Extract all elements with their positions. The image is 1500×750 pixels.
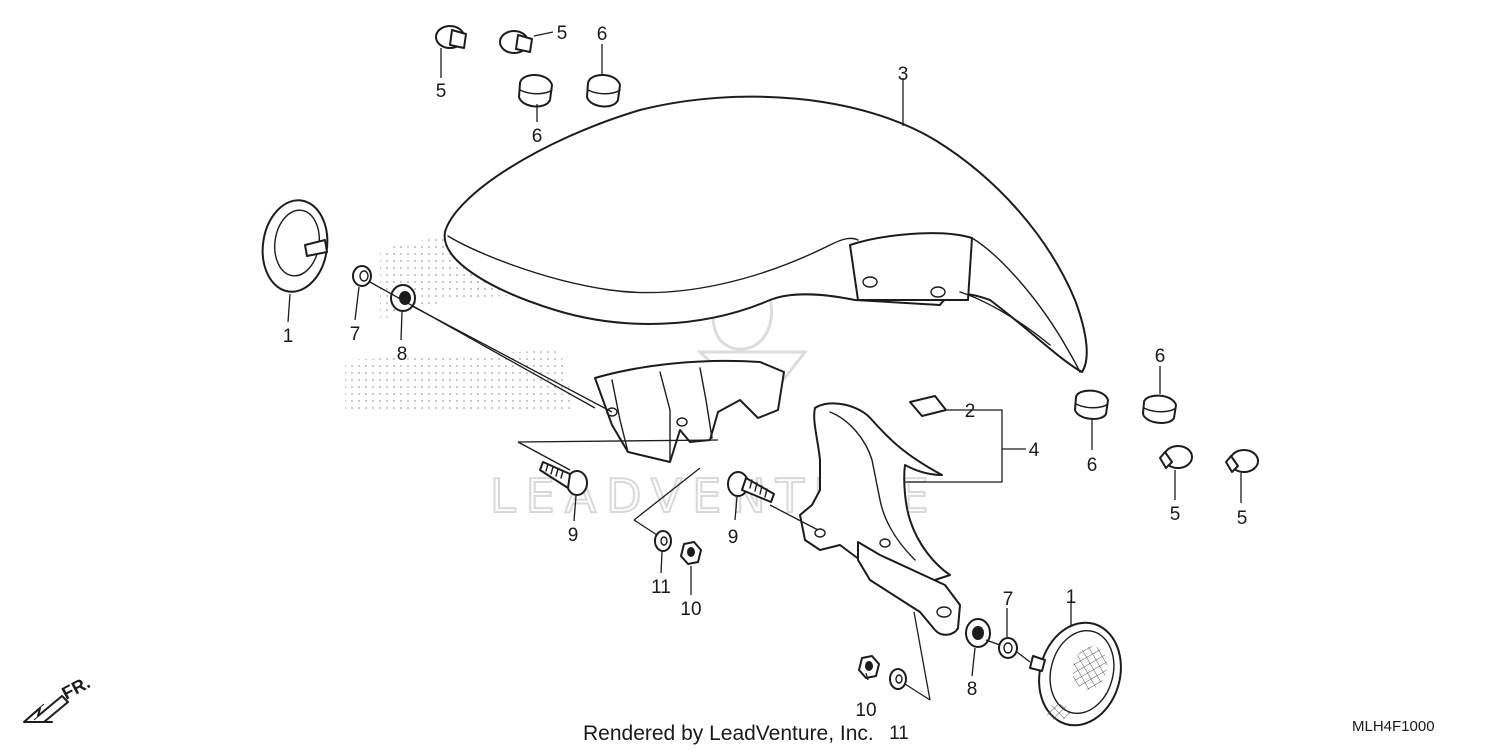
fender-stay-part[interactable] bbox=[594, 359, 961, 636]
washer-right-part[interactable] bbox=[889, 668, 907, 690]
callout-1-right: 1 bbox=[1066, 587, 1077, 608]
callout-9-right: 9 bbox=[728, 527, 739, 548]
reflector-left-part[interactable] bbox=[257, 196, 333, 296]
callout-10-left: 10 bbox=[680, 599, 701, 620]
leader-lines bbox=[287, 31, 1242, 701]
collar-right-b-part[interactable] bbox=[1225, 449, 1259, 473]
collar-left-part[interactable] bbox=[352, 265, 372, 287]
reflector-right-part[interactable] bbox=[1028, 613, 1132, 734]
collar-right-part[interactable] bbox=[998, 637, 1018, 659]
callout-3: 3 bbox=[898, 64, 909, 85]
nut-right-part[interactable] bbox=[858, 655, 880, 679]
grommet-right-part[interactable] bbox=[965, 618, 991, 648]
rubber-mount-right-a-part[interactable] bbox=[1074, 389, 1109, 420]
rubber-mount-top-a-part[interactable] bbox=[518, 74, 553, 108]
callout-8-right: 8 bbox=[967, 679, 978, 700]
render-credit: Rendered by LeadVenture, Inc. bbox=[583, 722, 874, 745]
callout-2: 2 bbox=[965, 401, 976, 422]
front-direction-arrow-icon: FR. bbox=[23, 672, 93, 723]
diagram-code: MLH4F1000 bbox=[1352, 718, 1435, 735]
callout-11-right: 11 bbox=[889, 723, 909, 744]
callout-7-left: 7 bbox=[350, 324, 361, 345]
callout-7-right: 7 bbox=[1003, 589, 1014, 610]
callout-labels: 1 7 8 3 5 5 6 6 2 4 6 6 5 5 9 9 11 10 1 … bbox=[283, 23, 1248, 744]
callout-6-top-a: 6 bbox=[532, 126, 543, 147]
nut-left-part[interactable] bbox=[680, 541, 702, 565]
front-fender-part[interactable] bbox=[443, 95, 1088, 373]
callout-6-top-b: 6 bbox=[597, 24, 608, 45]
bolt-right-part[interactable] bbox=[727, 471, 775, 503]
rubber-mount-right-b-part[interactable] bbox=[1142, 394, 1177, 424]
collar-top-a-part[interactable] bbox=[435, 25, 467, 49]
callout-5-right-a: 5 bbox=[1170, 504, 1181, 525]
callout-5-right-b: 5 bbox=[1237, 508, 1248, 529]
rubber-pad-part[interactable] bbox=[909, 395, 947, 417]
callout-9-left: 9 bbox=[568, 525, 579, 546]
washer-left-part[interactable] bbox=[654, 530, 672, 552]
collar-right-a-part[interactable] bbox=[1159, 445, 1193, 469]
callout-1-left: 1 bbox=[283, 326, 294, 347]
grommet-left-part[interactable] bbox=[390, 284, 416, 312]
callout-6-right-b: 6 bbox=[1155, 346, 1166, 367]
callout-5-top-a: 5 bbox=[436, 81, 447, 102]
callout-6-right-a: 6 bbox=[1087, 455, 1098, 476]
callout-8-left: 8 bbox=[397, 344, 408, 365]
callout-5-top-b: 5 bbox=[557, 23, 568, 44]
callout-4: 4 bbox=[1029, 440, 1040, 461]
callout-10-right: 10 bbox=[855, 700, 876, 721]
bolt-left-part[interactable] bbox=[539, 461, 588, 496]
collar-top-b-part[interactable] bbox=[499, 30, 533, 54]
rubber-mount-top-b-part[interactable] bbox=[586, 74, 621, 108]
callout-11-left: 11 bbox=[651, 577, 671, 598]
